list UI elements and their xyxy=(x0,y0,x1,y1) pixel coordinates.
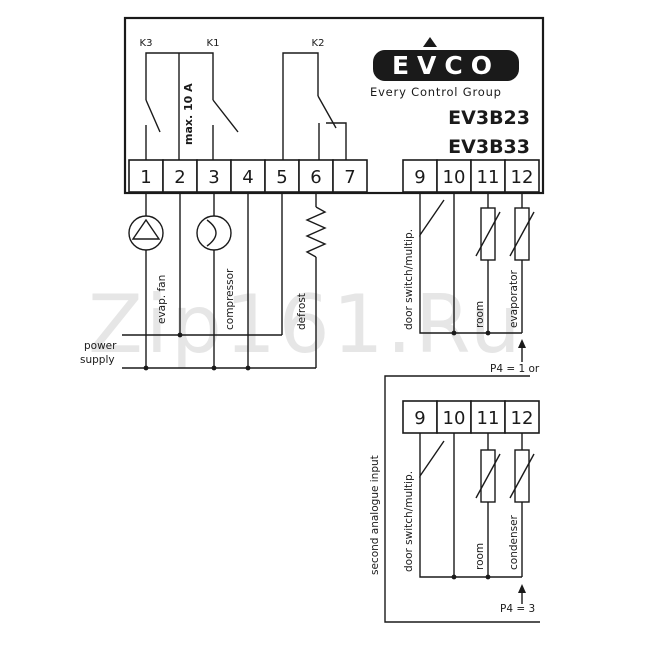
logo-arrow-up-icon xyxy=(423,37,437,47)
input-wiring-bottom xyxy=(419,433,535,604)
terminal-9: 9 xyxy=(414,167,425,188)
power-supply-label-1: power xyxy=(84,340,117,352)
terminal-strip-main: 1 2 3 4 5 6 7 xyxy=(128,159,368,193)
evco-logo: EVCO xyxy=(373,37,519,81)
door-switch-label-bottom: door switch/multip. xyxy=(403,471,415,572)
terminal-11: 11 xyxy=(477,167,500,188)
terminal-3: 3 xyxy=(208,167,219,188)
terminal-2: 2 xyxy=(174,167,185,188)
condenser-label: condenser xyxy=(508,514,520,570)
evaporator-label: evaporator xyxy=(508,270,520,328)
terminal-strip-inputs: 9 10 11 12 xyxy=(402,159,540,193)
room-label-top: room xyxy=(474,301,486,328)
terminal-12-second: 12 xyxy=(511,408,534,429)
second-input-title: second analogue input xyxy=(369,455,381,575)
door-switch-label-top: door switch/multip. xyxy=(403,229,415,330)
room-label-bottom: room xyxy=(474,543,486,570)
model-1: EV3B23 xyxy=(448,107,530,129)
load-wiring xyxy=(122,192,327,371)
brand-tagline: Every Control Group xyxy=(370,85,502,99)
p4-condition-bottom: P4 = 3 xyxy=(500,603,535,615)
terminal-11-second: 11 xyxy=(477,408,500,429)
terminal-strip-second: 9 10 11 12 xyxy=(402,400,540,434)
max-current-label: max. 10 A xyxy=(182,83,195,145)
relay-k1-label: K1 xyxy=(207,38,220,49)
second-input-box xyxy=(384,375,540,623)
compressor-icon xyxy=(196,215,232,251)
terminal-9-second: 9 xyxy=(414,408,425,429)
terminal-12: 12 xyxy=(511,167,534,188)
relay-k3-label: K3 xyxy=(140,38,153,49)
evap-fan-label: evap. fan xyxy=(156,275,168,324)
terminal-4: 4 xyxy=(242,167,253,188)
p4-condition-top: P4 = 1 or xyxy=(490,363,540,375)
internal-relay-wiring xyxy=(145,52,347,160)
terminal-6: 6 xyxy=(310,167,321,188)
terminal-1: 1 xyxy=(140,167,151,188)
terminal-10-second: 10 xyxy=(443,408,466,429)
defrost-label: defrost xyxy=(296,293,308,330)
watermark: Zip161.Ru xyxy=(88,278,524,371)
relay-k2-label: K2 xyxy=(312,38,325,49)
compressor-label: compressor xyxy=(224,268,236,330)
fan-icon xyxy=(128,215,164,251)
input-wiring-top xyxy=(419,192,535,362)
terminal-7: 7 xyxy=(344,167,355,188)
logo-text: EVCO xyxy=(392,51,500,80)
terminal-5: 5 xyxy=(276,167,287,188)
model-2: EV3B33 xyxy=(448,136,530,158)
terminal-10: 10 xyxy=(443,167,466,188)
power-supply-label-2: supply xyxy=(80,354,115,366)
